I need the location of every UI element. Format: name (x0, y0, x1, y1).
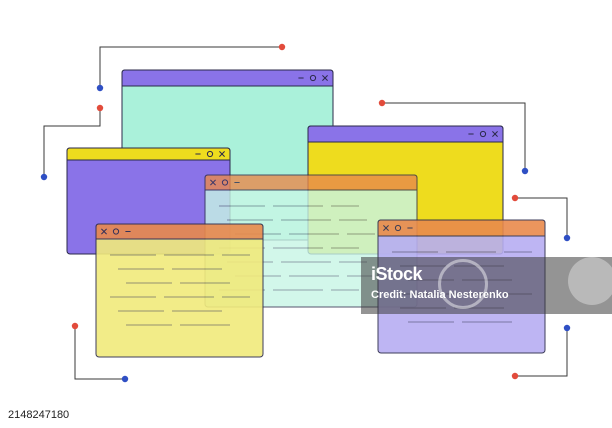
connector-dot-red (378, 99, 386, 107)
window-title-bar (377, 219, 546, 237)
window-title-bar (121, 69, 334, 87)
connector-dot-blue (563, 234, 571, 242)
connector-5 (71, 322, 129, 383)
connector-line (382, 102, 526, 171)
connector-line (74, 326, 125, 380)
window-title-bar (307, 125, 504, 143)
close-icon (492, 131, 498, 137)
window-title-bar (204, 174, 418, 191)
connector-6 (511, 324, 571, 380)
close-icon (383, 225, 389, 231)
connector-2 (40, 104, 104, 181)
close-icon (219, 151, 225, 157)
watermark-circle-graphic (568, 257, 612, 305)
connector-dot-red (511, 372, 519, 380)
window-title-bar (95, 223, 264, 240)
watermark-ring-graphic (438, 259, 488, 309)
close-icon (322, 75, 328, 81)
connector-3 (378, 99, 529, 175)
connector-4 (511, 194, 571, 242)
window-yellow-front (95, 223, 264, 358)
connector-dot-red (71, 322, 79, 330)
maximize-icon (309, 74, 317, 82)
connector-dot-red (278, 43, 286, 51)
watermark-logo: iStock (371, 264, 423, 284)
connector-dot-blue (96, 84, 104, 92)
connector-dot-red (96, 104, 104, 112)
maximize-icon (479, 130, 487, 138)
connector-line (99, 46, 282, 88)
connector-dot-blue (121, 375, 129, 383)
maximize-icon (221, 179, 229, 186)
watermark-credit: Credit: Natalia Nesterenko (371, 289, 509, 301)
window-title-bar (66, 147, 231, 161)
connector-line (515, 197, 568, 238)
window-body (95, 223, 264, 358)
close-icon (101, 228, 107, 235)
maximize-icon (112, 228, 120, 235)
maximize-icon (206, 150, 214, 158)
connector-line (43, 108, 101, 177)
close-icon (210, 179, 216, 186)
maximize-icon (394, 224, 402, 232)
stock-id-label: 2148247180 (8, 409, 70, 421)
connector-dot-blue (563, 324, 571, 332)
connector-dot-blue (521, 167, 529, 175)
connector-dot-blue (40, 173, 48, 181)
connector-1 (96, 43, 286, 92)
connector-dot-red (511, 194, 519, 202)
connector-line (515, 328, 568, 377)
